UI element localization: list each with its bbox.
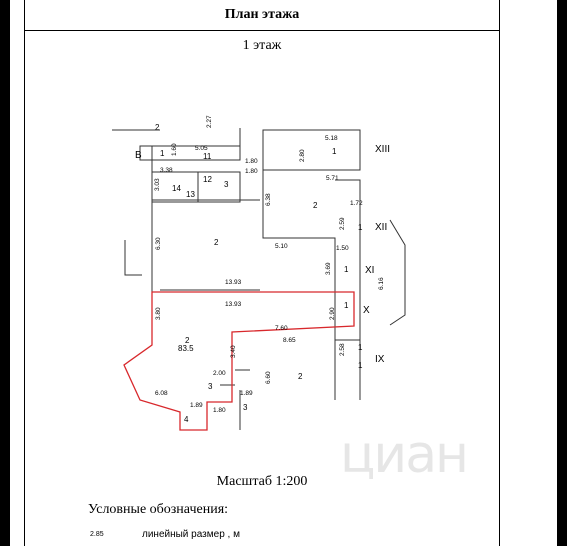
wall-right — [335, 179, 361, 400]
room-number: 1 — [332, 147, 337, 156]
corridor-11 — [139, 145, 241, 161]
dim-text: 2.80 — [299, 149, 306, 162]
room-number: 1 — [344, 301, 349, 310]
room-number: 3 — [243, 403, 248, 412]
room-number: 1 — [358, 343, 363, 352]
dim-text: 2.27 — [206, 115, 213, 128]
left-edge-bar — [0, 0, 10, 546]
dim-text: 1.89 — [240, 390, 253, 397]
dim-text: 13.93 — [225, 301, 242, 308]
dim-text: 7.60 — [275, 325, 288, 332]
room-top-right — [262, 129, 361, 171]
document-title: План этажа — [24, 0, 500, 31]
room-number: 3 — [208, 382, 213, 391]
room-number: 14 — [172, 184, 181, 193]
room-number: 11 — [203, 152, 212, 161]
room-wc — [197, 171, 241, 203]
dim-text: 5.10 — [275, 243, 288, 250]
room-number: 1 — [358, 361, 363, 370]
legend-dim-example: 2.85 — [90, 531, 104, 538]
dim-text: 6.30 — [155, 237, 162, 250]
dim-text: 1.72 — [350, 200, 363, 207]
dim-text: 5.71 — [326, 175, 339, 182]
room-number: 2 — [298, 372, 303, 381]
dim-text: 3.80 — [155, 307, 162, 320]
dim-text: 2.59 — [339, 217, 346, 230]
bay-left — [124, 240, 142, 276]
dim-text: 3.03 — [154, 178, 161, 191]
scale-label: Масштаб 1:200 — [216, 474, 308, 489]
dim-text: 6.08 — [155, 390, 168, 397]
room-number: 2 — [155, 123, 160, 132]
dim-text: 3.69 — [325, 262, 332, 275]
roman-marker: XIII — [375, 144, 390, 155]
dim-text: 1.50 — [336, 245, 349, 252]
dim-text: 2.90 — [329, 307, 336, 320]
room-number: 13 — [186, 190, 195, 199]
dim-text: 1.89 — [190, 402, 203, 409]
wall-top-small — [152, 128, 241, 147]
dim-text: 1.80 — [213, 407, 226, 414]
room-number: 2 — [313, 201, 318, 210]
dim-text: 2.00 — [213, 370, 226, 377]
area-label: 83.5 — [178, 344, 194, 353]
room-number: 4 — [184, 415, 189, 424]
room-number: 1 — [160, 149, 165, 158]
floor-plan: 2.27 1.60 5.05 3.38 3.03 1.80 1.80 2.80 … — [112, 115, 406, 431]
wall-mid — [262, 130, 336, 400]
roman-marker: XII — [375, 222, 387, 233]
room-number: 1 — [344, 265, 349, 274]
right-edge-bar — [557, 0, 567, 546]
watermark: циан — [340, 425, 469, 485]
dim-text: 2.58 — [339, 343, 346, 356]
dim-text: 5.18 — [325, 135, 338, 142]
room-number: 2 — [185, 336, 190, 345]
dim-text: 1.80 — [245, 158, 258, 165]
roman-marker: IX — [375, 354, 385, 365]
dim-text: 6.38 — [265, 193, 272, 206]
legend-title: Условные обозначения: — [88, 502, 229, 517]
dim-text: 1.80 — [245, 168, 258, 175]
roman-marker: XI — [365, 265, 374, 276]
roman-marker: B — [135, 150, 142, 161]
dim-text: 8.65 — [283, 337, 296, 344]
room-number: 12 — [203, 175, 212, 184]
floor-label: 1 этаж — [242, 38, 282, 53]
dim-text: 3.40 — [230, 345, 237, 358]
dim-text: 6.60 — [265, 371, 272, 384]
roman-marker: X — [363, 305, 370, 316]
dim-text: 13.93 — [225, 279, 242, 286]
room-number: 1 — [358, 223, 363, 232]
room-number: 3 — [224, 180, 229, 189]
bay-right — [389, 219, 406, 326]
legend-dim-text: линейный размер , м — [142, 529, 240, 540]
highlighted-unit — [123, 291, 355, 431]
document-frame — [24, 0, 500, 546]
dim-text: 1.60 — [171, 143, 178, 156]
dim-text: 3.38 — [160, 167, 173, 174]
room-number: 2 — [214, 238, 219, 247]
dim-text: 5.05 — [195, 145, 208, 152]
dim-text: 6.16 — [378, 277, 385, 290]
